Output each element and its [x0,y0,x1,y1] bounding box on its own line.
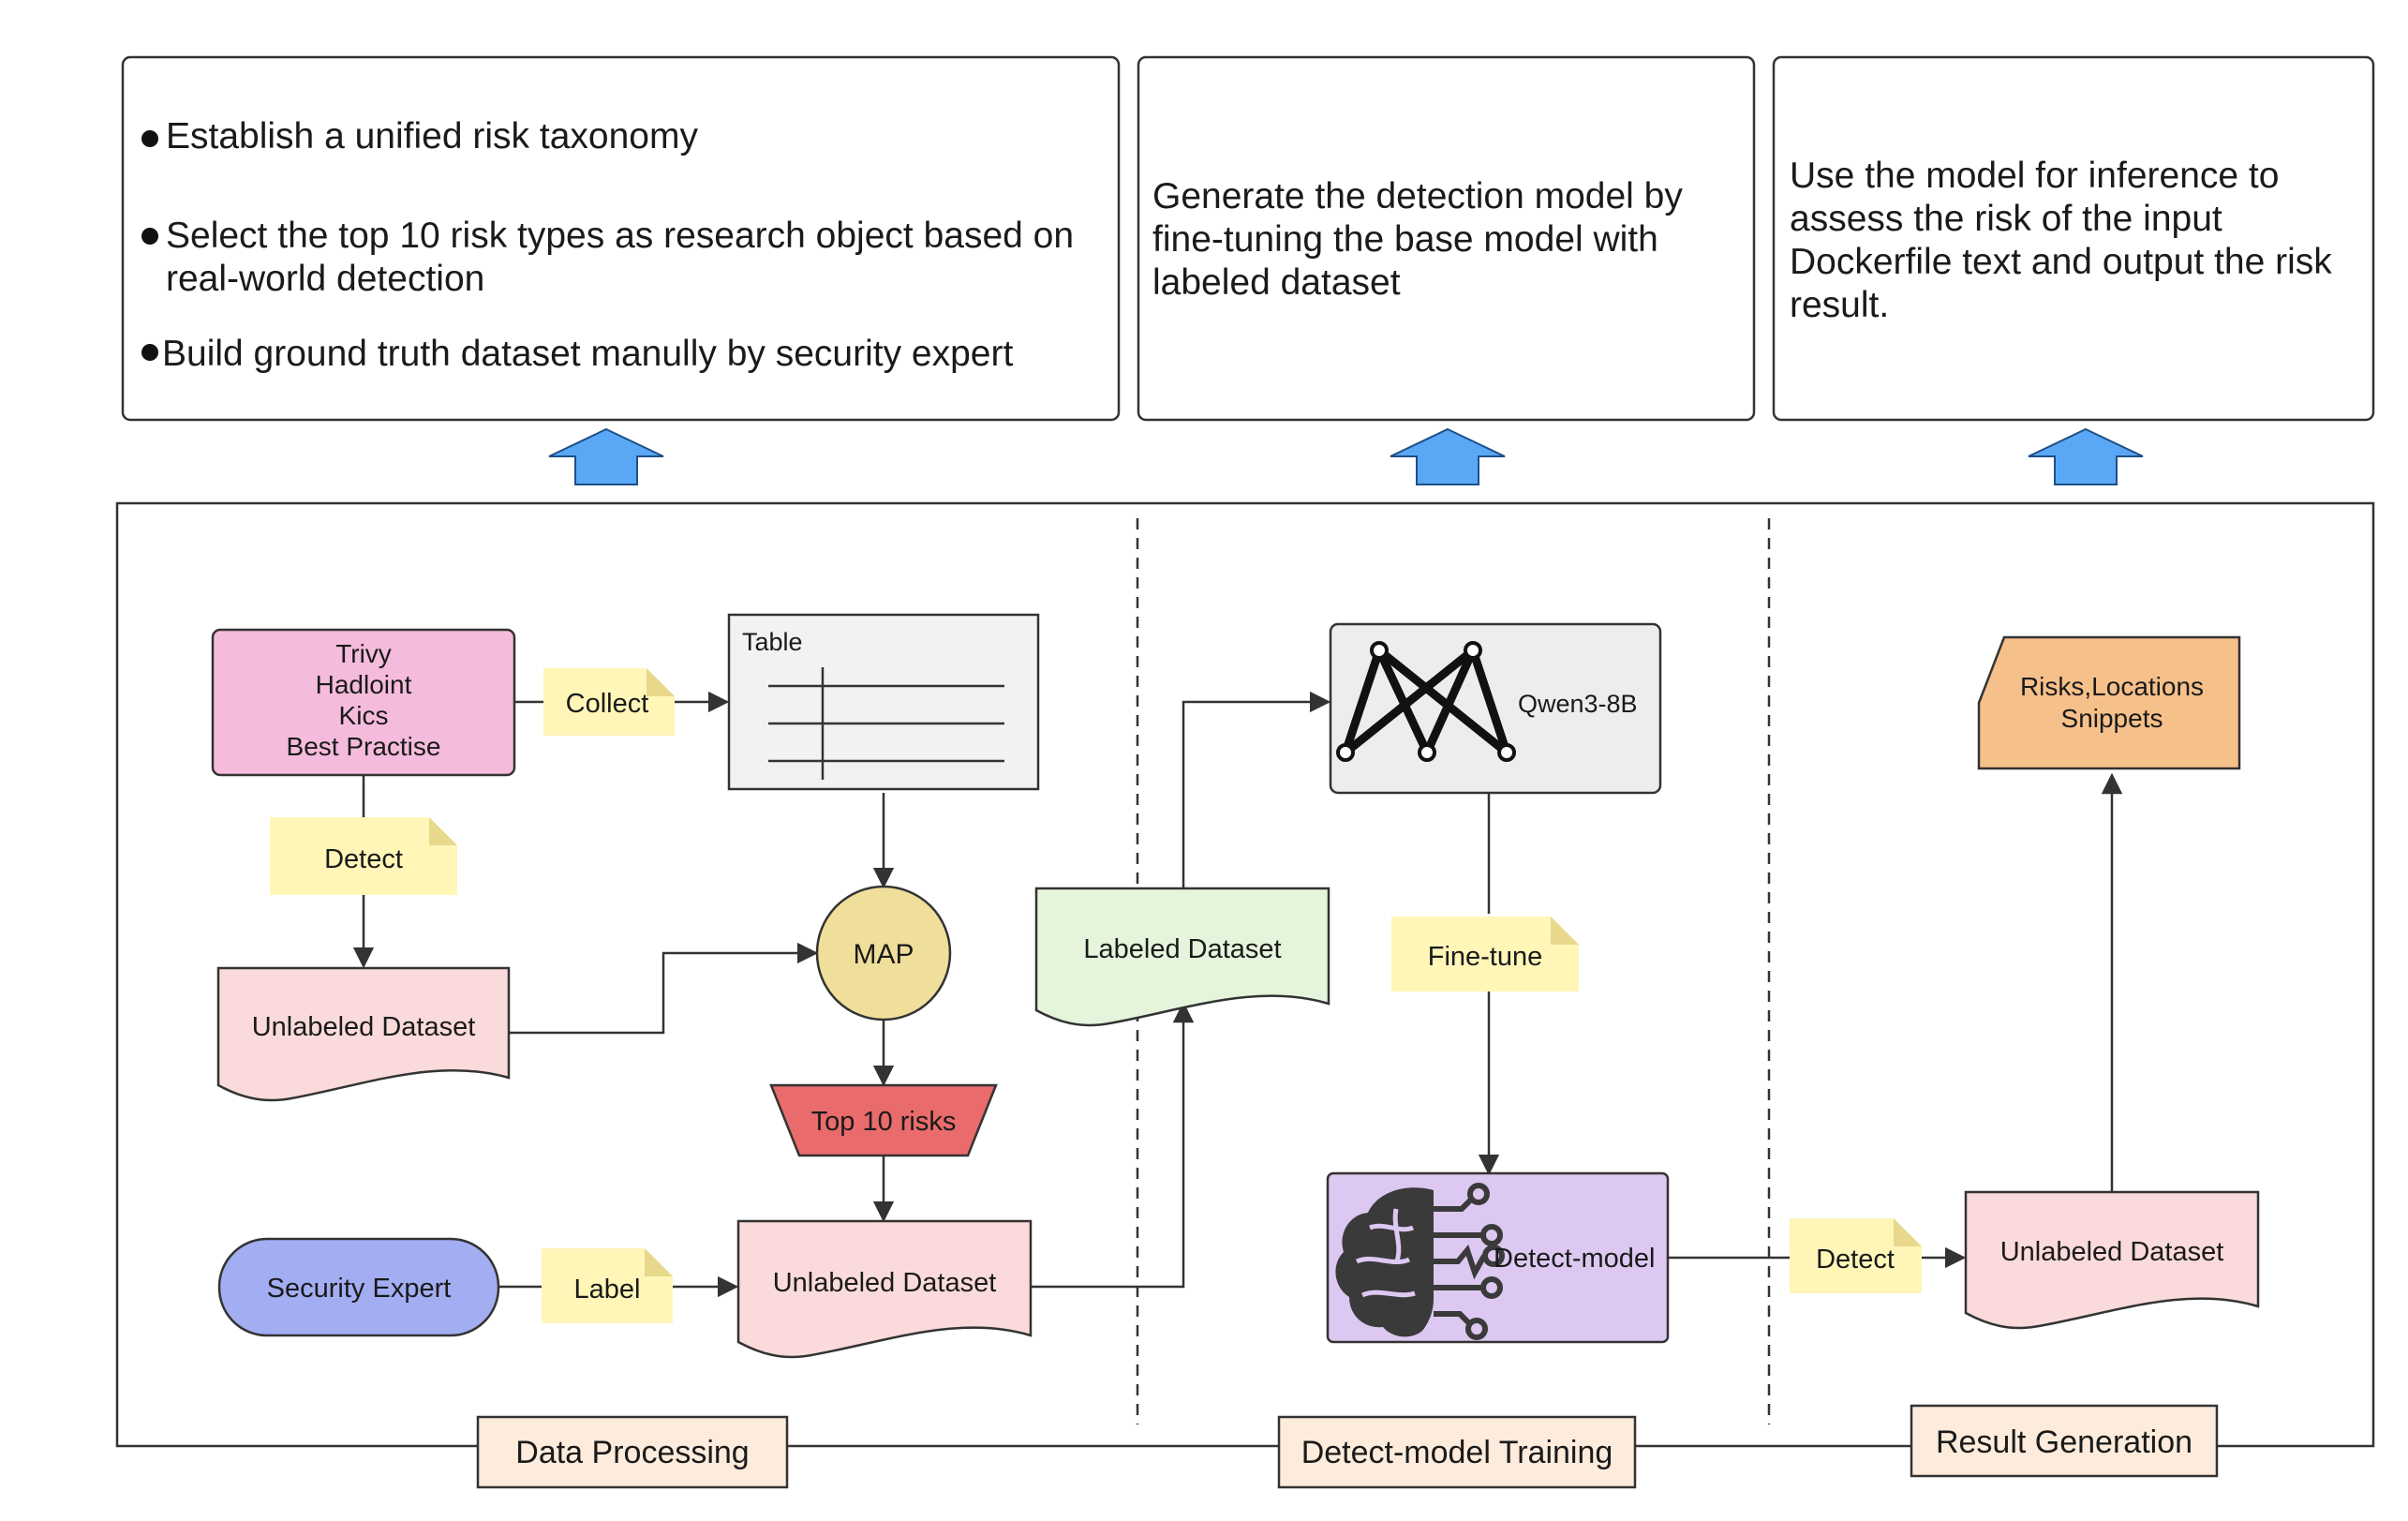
detect-note-2: Detect [1790,1218,1922,1293]
bullet-2-line-2: real-world detection [166,259,484,299]
finetune-note: Fine-tune [1391,917,1579,992]
bullet-1-line-1: Establish a unified risk taxonomy [166,116,698,157]
network-icon [1341,646,1511,757]
result-line-3: Dockerfile text and output the risk [1790,242,2332,282]
svg-text:Unlabeled Dataset: Unlabeled Dataset [773,1268,997,1298]
svg-text:Snippets: Snippets [2061,704,2163,733]
svg-text:Collect: Collect [566,689,649,719]
unlabeled-dataset-2: Unlabeled Dataset [736,1219,1033,1359]
qwen-node: Qwen3-8B [1329,622,1662,795]
svg-text:Detect-model: Detect-model [1494,1244,1655,1274]
brain-icon [1335,1183,1505,1340]
svg-text:Detect: Detect [1816,1245,1895,1275]
svg-text:Label: Label [574,1275,641,1305]
svg-text:Qwen3-8B: Qwen3-8B [1518,690,1638,718]
result-line-1: Use the model for inference to [1790,156,2279,196]
result-line-4: result. [1790,285,1889,325]
bullet-2-line-1: Select the top 10 risk types as research… [166,216,1074,256]
svg-text:Risks,Locations: Risks,Locations [2020,672,2204,701]
labeled-dataset: Labeled Dataset [1034,887,1330,1027]
svg-text:Kics: Kics [339,701,389,730]
result-line-2: assess the risk of the input [1790,199,2222,239]
top10-node: Top 10 risks [769,1083,998,1157]
top-box-data-processing: Establish a unified risk taxonomy Select… [121,55,1121,422]
up-arrow-training [1390,427,1506,485]
bullet-3-line-1: Build ground truth dataset manully by se… [162,334,1013,374]
map-node: MAP [815,885,952,1021]
detect-note-1: Detect [270,817,457,895]
risks-node: Risks,Locations Snippets [1977,635,2241,770]
section-label-training: Detect-model Training [1277,1415,1637,1489]
table-node: Table [727,613,1040,791]
svg-text:Data Processing: Data Processing [515,1435,749,1470]
svg-text:Labeled Dataset: Labeled Dataset [1083,934,1281,964]
security-expert-node: Security Expert [217,1237,500,1337]
svg-text:Unlabeled Dataset: Unlabeled Dataset [252,1012,476,1042]
label-note: Label [542,1248,673,1323]
collect-note: Collect [543,668,675,736]
svg-text:Hadloint: Hadloint [316,670,412,699]
up-arrow-result [2028,427,2144,485]
tools-box: Trivy Hadloint Kics Best Practise [211,628,516,777]
connectors [352,691,2123,1298]
svg-text:Table: Table [742,628,803,656]
detect-model-node: Detect-model [1326,1171,1670,1344]
section-label-result: Result Generation [1910,1404,2219,1478]
svg-text:Unlabeled Dataset: Unlabeled Dataset [2000,1237,2224,1267]
up-arrow-data-processing [548,427,664,485]
svg-text:Top 10 risks: Top 10 risks [811,1107,957,1137]
svg-text:Result Generation: Result Generation [1936,1424,2192,1460]
training-line-1: Generate the detection model by [1152,176,1683,216]
top-box-result: Use the model for inference to assess th… [1772,55,2375,422]
section-label-data-processing: Data Processing [476,1415,789,1489]
svg-text:MAP: MAP [853,939,914,970]
training-line-2: fine-tuning the base model with [1152,219,1658,260]
svg-text:Detect-model Training: Detect-model Training [1301,1435,1613,1470]
training-line-3: labeled dataset [1152,262,1401,303]
svg-text:Security Expert: Security Expert [267,1274,452,1304]
unlabeled-dataset-1: Unlabeled Dataset [216,966,511,1102]
unlabeled-dataset-3: Unlabeled Dataset [1964,1190,2260,1330]
main-frame [115,501,2375,1448]
svg-text:Trivy: Trivy [335,639,392,668]
svg-text:Best Practise: Best Practise [287,732,441,761]
svg-text:Fine-tune: Fine-tune [1428,942,1543,972]
svg-text:Detect: Detect [324,844,403,874]
top-box-training: Generate the detection model by fine-tun… [1137,55,1756,422]
